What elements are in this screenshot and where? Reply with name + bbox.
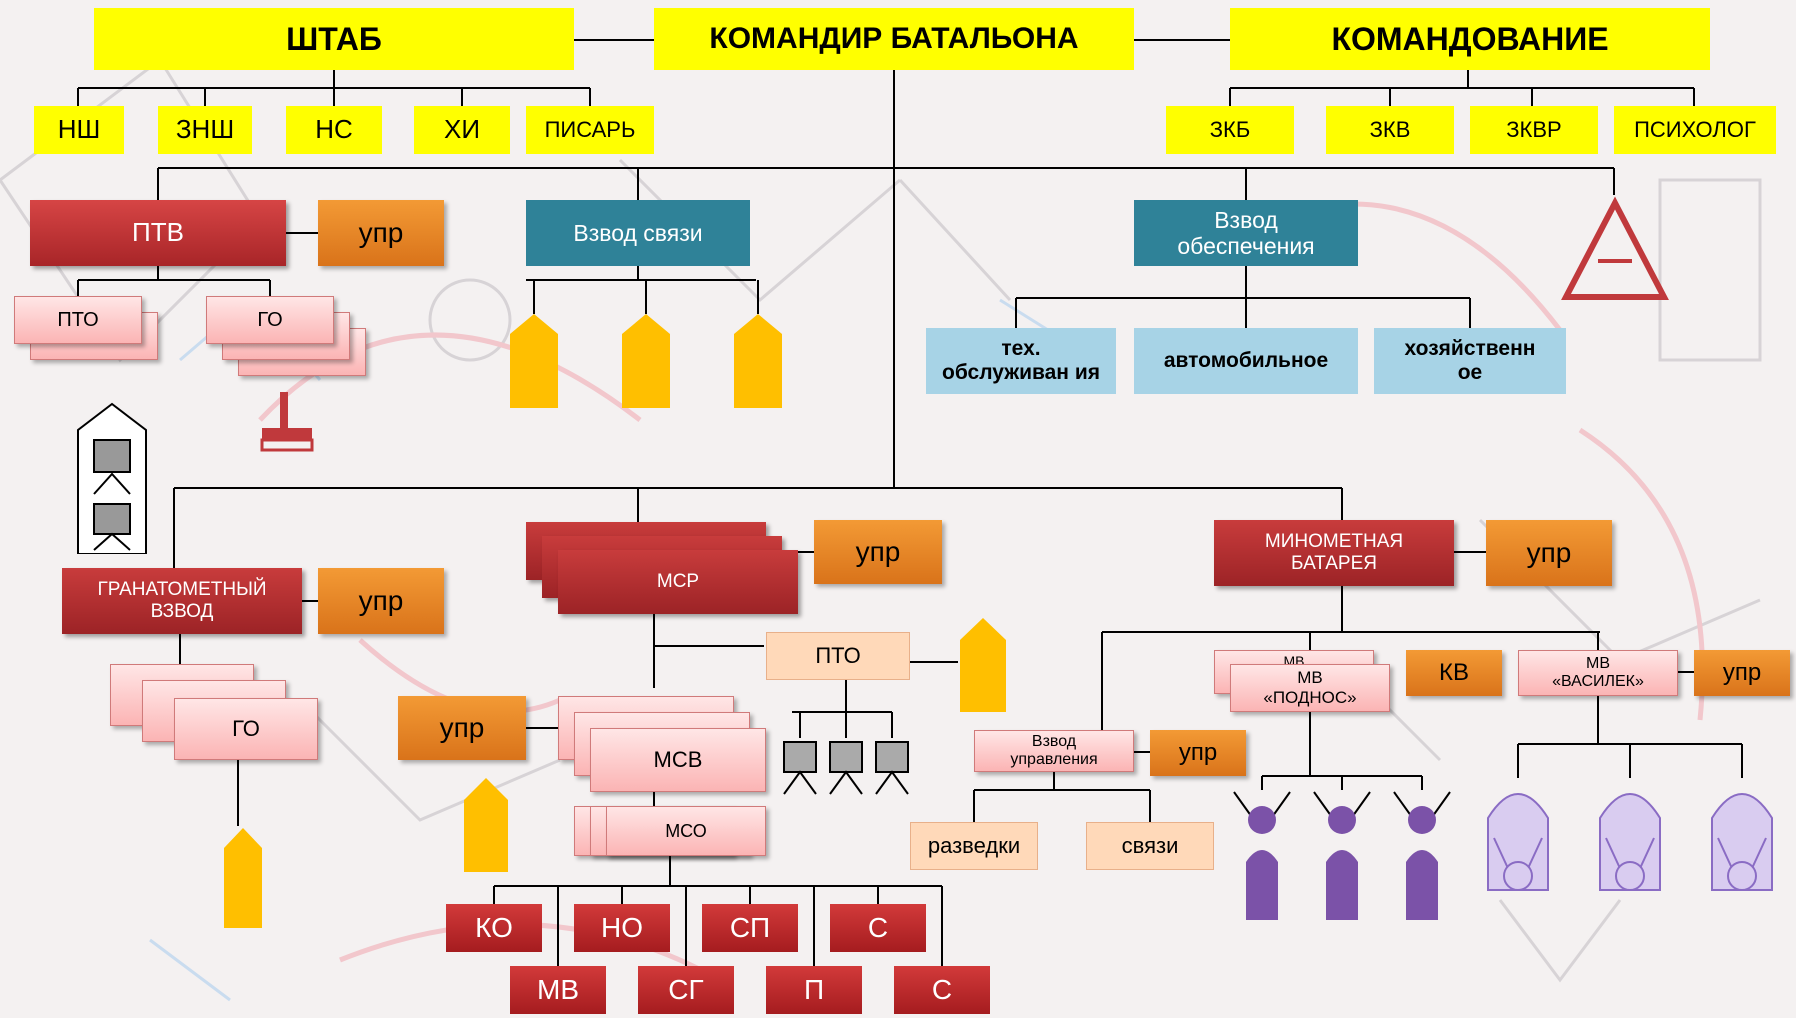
msr-upr-box: упр [814, 520, 942, 584]
staff-item-khi: ХИ [414, 106, 510, 154]
mso-box: МСО [606, 806, 766, 856]
mv-vasilek-box: МВ «ВАСИЛЕК» [1518, 650, 1678, 696]
ptv-upr-box: упр [318, 200, 444, 266]
squad-ko: КО [446, 904, 542, 952]
support-platoon-box: Взвод обеспечения [1134, 200, 1358, 266]
vasilek-mortar-icon [1599, 793, 1661, 891]
signal-unit-icon [510, 314, 558, 408]
msv-upr-box: упр [398, 696, 526, 760]
command-item-zkv: ЗКВ [1326, 106, 1454, 154]
antitank-gun-icon [783, 741, 817, 795]
vasilek-mortar-icon [1711, 793, 1773, 891]
grenade-launcher-platoon-box: ГРАНАТОМЕТНЫЙ ВЗВОД [62, 568, 302, 634]
vasilek-mortar-icon [1487, 793, 1549, 891]
squad-s2: С [894, 966, 990, 1014]
grenade-upr-box: упр [318, 568, 444, 634]
antitank-gun-icon [829, 741, 863, 795]
support-unit-automobile: автомобильное [1134, 328, 1358, 394]
msr-pto-box: ПТО [766, 632, 910, 680]
grenade-unit-icon [224, 828, 262, 928]
antitank-symbol-icon [77, 402, 147, 554]
ptv-go-box: ГО [206, 296, 334, 344]
staff-item-pisar: ПИСАРЬ [526, 106, 654, 154]
mortar-upr-box: упр [1486, 520, 1612, 586]
msv-box: МСВ [590, 728, 766, 792]
medical-triangle-icon [1561, 196, 1669, 300]
mortar-crew-icon [1313, 791, 1371, 920]
command-item-psychologist: ПСИХОЛОГ [1614, 106, 1776, 154]
msv-unit-icon [464, 778, 508, 872]
control-platoon-box: Взвод управления [974, 730, 1134, 772]
battalion-commander-title: КОМАНДИР БАТАЛЬОНА [654, 8, 1134, 70]
signal-platoon-box: Взвод связи [526, 200, 750, 266]
staff-title: ШТАБ [94, 8, 574, 70]
command-item-zkb: ЗКБ [1166, 106, 1294, 154]
msr-box: МСР [558, 550, 798, 614]
msr-pto-unit-icon [960, 618, 1006, 712]
kv-box: КВ [1406, 650, 1502, 696]
grenade-launcher-symbol-icon [260, 392, 314, 452]
grenade-go-box: ГО [174, 698, 318, 760]
command-item-zkvr: ЗКВР [1470, 106, 1598, 154]
mortar-battery-box: МИНОМЕТНАЯ БАТАРЕЯ [1214, 520, 1454, 586]
squad-p: П [766, 966, 862, 1014]
control-platoon-upr-box: упр [1150, 730, 1246, 776]
mortar-crew-icon [1393, 791, 1451, 920]
support-unit-maintenance: тех. обслуживан ия [926, 328, 1116, 394]
mortar-crew-icon [1233, 791, 1291, 920]
signal-unit-icon [734, 314, 782, 408]
squad-sg: СГ [638, 966, 734, 1014]
mv-vasilek-upr-box: упр [1694, 650, 1790, 696]
staff-item-nsh: НШ [34, 106, 124, 154]
squad-mv: МВ [510, 966, 606, 1014]
staff-item-ns: НС [286, 106, 382, 154]
command-title: КОМАНДОВАНИЕ [1230, 8, 1710, 70]
squad-sp: СП [702, 904, 798, 952]
mv-podnos-box: МВ «ПОДНОС» [1230, 664, 1390, 712]
squad-s1: С [830, 904, 926, 952]
antitank-gun-icon [875, 741, 909, 795]
ptv-pto-box: ПТО [14, 296, 142, 344]
ptv-box: ПТВ [30, 200, 286, 266]
support-unit-household: хозяйственн ое [1374, 328, 1566, 394]
comms-box: связи [1086, 822, 1214, 870]
staff-item-znsh: ЗНШ [158, 106, 252, 154]
squad-no: НО [574, 904, 670, 952]
recon-box: разведки [910, 822, 1038, 870]
signal-unit-icon [622, 314, 670, 408]
